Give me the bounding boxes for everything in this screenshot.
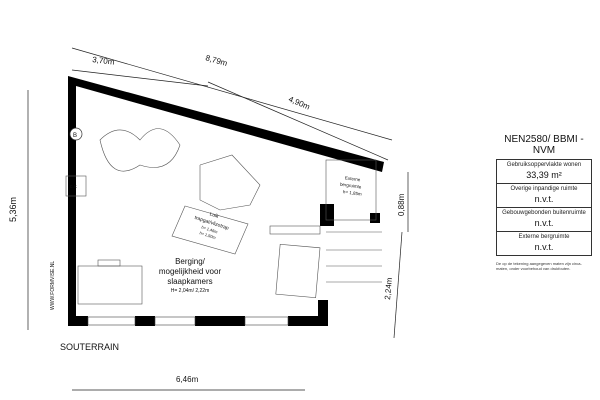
nen-row: Gebouwgebonden buitenruimte n.v.t. [497,208,591,232]
nen-row-label: Externe bergruimte [518,234,570,240]
dim-2-24: 2,24m [383,277,394,300]
dim-3-70: 3,70m [92,55,115,67]
hatch-h2: h= 1,50m [199,230,217,240]
dim-6-46: 6,46m [176,375,199,384]
hatch-label: Luik trapgat/vlizotrap h= 1,46m h= 1,50m [194,211,230,240]
nen-row: Overige inpandige ruimte n.v.t. [497,184,591,208]
external-storage-label: Externe bergruimte h= 1,85m [340,175,363,197]
dim-8-79: 8,79m [204,53,228,68]
interior-details [65,128,382,305]
dim-0-88: 0,88m [397,193,406,216]
nen-row: Gebruiksoppervlakte wonen 33,39 m² [497,160,591,184]
disclaimer-note: De op de tekening aangegeven maten zijn … [496,261,582,271]
nen-area-table: NEN2580/ BBMI - NVM Gebruiksoppervlakte … [496,134,592,271]
walls [68,76,384,326]
floor-label: SOUTERRAIN [60,342,119,352]
cv-label: c.v. [70,184,77,190]
dim-5-36: 5,36m [8,197,18,222]
boiler-symbol [69,127,83,141]
nen-row-label: Gebouwgebonden buitenruimte [502,210,586,216]
nen-row: Externe bergruimte n.v.t. [497,232,591,255]
boiler-label: B [73,133,77,139]
windows [87,316,289,326]
nen-row-value: n.v.t. [534,242,554,252]
ext-line3: h= 1,85m [343,189,363,197]
nen-row-label: Overige inpandige ruimte [510,186,578,192]
ext-line1: Externe [345,175,362,182]
room-label: Berging/ mogelijkheid voor slaapkamers H… [159,257,222,294]
nen-row-value: 33,39 m² [526,170,562,180]
ext-line2: bergruimte [340,182,362,190]
nen-title: NEN2580/ BBMI - NVM [504,134,584,156]
hatch-title: Luik [209,211,220,220]
nen-row-label: Gebruiksoppervlakte wonen [506,162,582,168]
watermark: WWW.FORMVISE.NL [50,261,56,310]
dim-4-90: 4,90m [287,95,311,112]
room-height: H= 2,04m/ 2,22m [171,288,210,294]
hatch-h1: h= 1,46m [201,224,219,234]
nen-row-value: n.v.t. [534,218,554,228]
nen-row-value: n.v.t. [534,194,554,204]
room-name-2: mogelijkheid voor [159,267,222,276]
room-name-1: Berging/ [175,257,206,266]
room-name-3: slaapkamers [167,277,212,286]
dimension-lines [27,47,409,391]
